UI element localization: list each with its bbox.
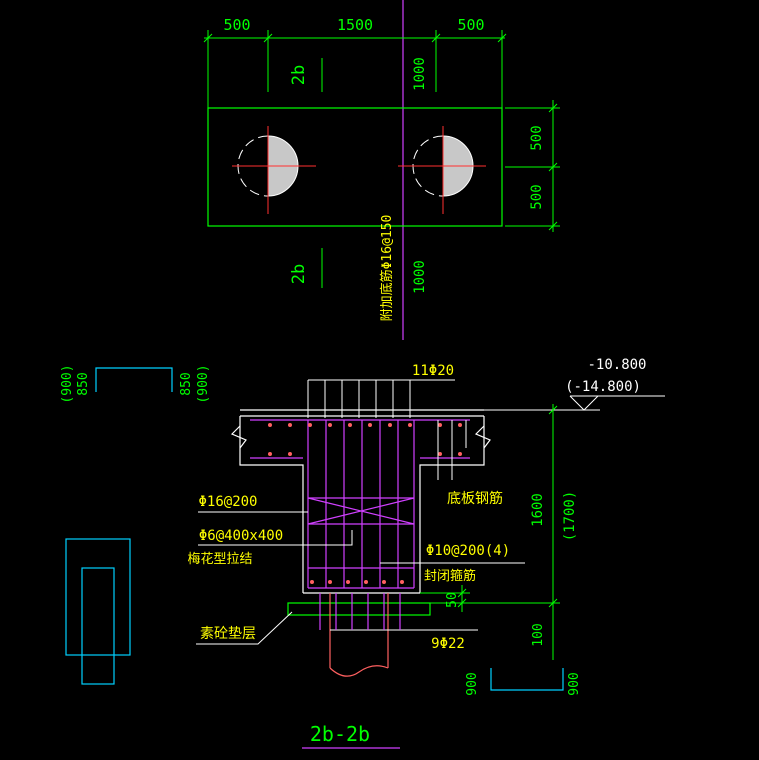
pile-left bbox=[232, 126, 316, 214]
plan-dim-500-right: 500 bbox=[457, 16, 484, 34]
rebar-dots bbox=[268, 423, 462, 584]
cyan-outline-inner bbox=[81, 567, 115, 685]
bottom-cyan-profile bbox=[490, 668, 564, 691]
plan-rebar-note: 附加底筋Φ16@150 bbox=[379, 215, 395, 322]
cyan-outline-outer bbox=[65, 538, 131, 656]
plan-dim-500-left: 500 bbox=[223, 16, 250, 34]
label-bedding: 素砼垫层 bbox=[200, 626, 256, 642]
slab-bar-label: 底板钢筋 bbox=[447, 490, 503, 507]
section-title: 2b-2b bbox=[310, 722, 370, 746]
bottom-bars-label: 9Φ22 bbox=[431, 636, 465, 652]
plan-dim-1000-upper: 1000 bbox=[412, 57, 428, 91]
left-dim-850b: 850 bbox=[179, 372, 194, 395]
bottom-dim-900-right: 900 bbox=[567, 672, 582, 695]
pile-right bbox=[398, 126, 486, 214]
left-leaders bbox=[198, 511, 353, 546]
top-bars-label: 11Φ20 bbox=[412, 363, 454, 379]
left-dim-900b: (900) bbox=[196, 364, 211, 403]
slab-bar-leaders bbox=[437, 420, 467, 480]
dim-1700: (1700) bbox=[562, 491, 578, 542]
plan-view: 500 1500 500 2b 2b 1000 1000 附加底筋Φ16@150… bbox=[203, 0, 560, 340]
dim-1600: 1600 bbox=[530, 493, 546, 527]
label-tie: 梅花型拉结 bbox=[187, 551, 252, 567]
bottom-dim-900-left: 900 bbox=[465, 672, 480, 695]
plan-dim-1500: 1500 bbox=[337, 16, 373, 34]
elevation-main: -10.800 bbox=[587, 357, 646, 373]
pile-section bbox=[329, 593, 478, 677]
label-stirrup-2: Φ6@400x400 bbox=[199, 528, 283, 544]
pile-cap-outline bbox=[207, 107, 503, 227]
section-dim-right bbox=[420, 404, 560, 660]
dim-100: 100 bbox=[531, 623, 546, 646]
section-mark-top: 2b bbox=[289, 65, 309, 85]
pile-bars bbox=[319, 593, 401, 630]
left-dim-900a: (900) bbox=[60, 364, 75, 403]
plan-dim-right bbox=[505, 100, 560, 232]
plan-dim-500-upper: 500 bbox=[529, 125, 545, 150]
label-closed-stirrup: Φ10@200(4) bbox=[426, 543, 510, 559]
section-mark-bottom: 2b bbox=[289, 264, 309, 284]
section-view: (900) 850 850 (900) 11Φ20 -10.800 (-14.8… bbox=[60, 357, 665, 749]
rebar-cage bbox=[250, 419, 470, 589]
dim-50: 50 bbox=[445, 592, 460, 608]
label-stirrup-1: Φ16@200 bbox=[198, 494, 257, 510]
bedding-layer bbox=[287, 602, 431, 616]
plan-dim-top bbox=[203, 30, 507, 108]
left-dim-850a: 850 bbox=[76, 372, 91, 395]
label-closed: 封闭箍筋 bbox=[424, 568, 476, 584]
plan-dim-500-lower: 500 bbox=[529, 184, 545, 209]
top-bar-ticks bbox=[307, 380, 411, 418]
plan-dim-1000-lower: 1000 bbox=[412, 260, 428, 294]
elevation-alt: (-14.800) bbox=[565, 379, 641, 395]
